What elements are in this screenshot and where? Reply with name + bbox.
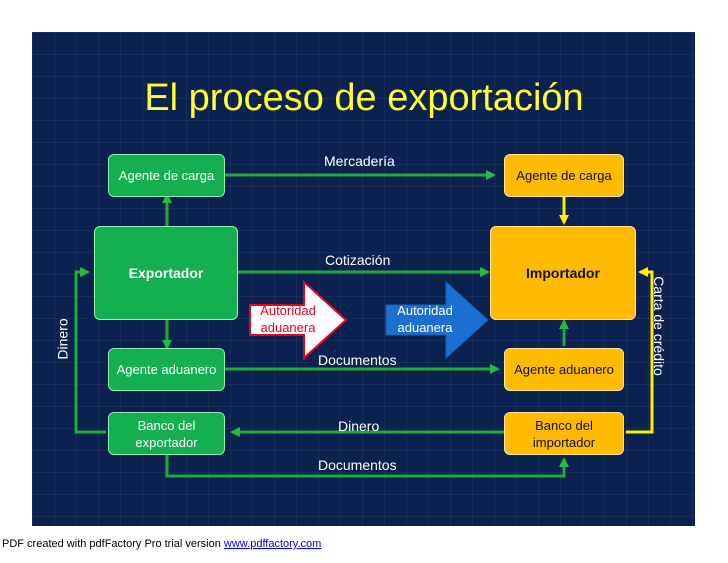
- label-autoridad-aduanera-right: Autoridad aduanera: [397, 303, 453, 335]
- flow-diagram: [74, 170, 654, 478]
- autoridad-aduanera-left-arrow: [249, 279, 348, 361]
- node-importador: Importador: [490, 226, 636, 320]
- node-agente-carga-importador: Agente de carga: [504, 154, 624, 197]
- arrow-carta-credito: [626, 267, 654, 434]
- label-mercaderia: Mercadería: [324, 153, 395, 169]
- pdf-footer: PDF created with pdfFactory Pro trial ve…: [2, 538, 321, 550]
- node-banco-importador: Banco del importador: [504, 412, 624, 455]
- node-agente-aduanero-exportador: Agente aduanero: [108, 348, 225, 391]
- node-agente-carga-exportador: Agente de carga: [108, 154, 225, 197]
- arrow-dinero-loop: [74, 267, 106, 434]
- page-title: El proceso de exportación: [144, 77, 584, 119]
- label-documentos-1: Documentos: [318, 352, 397, 368]
- autoridad-aduanera-right-arrow: [385, 280, 489, 360]
- label-dinero-horizontal: Dinero: [338, 418, 380, 434]
- label-autoridad-aduanera-left: Autoridad aduanera: [260, 303, 316, 335]
- label-carta-credito: Carta de crédito: [650, 276, 667, 376]
- label-dinero-vertical: Dinero: [54, 318, 71, 360]
- label-documentos-2: Documentos: [318, 457, 397, 473]
- arrow-documentos-loop: [165, 452, 569, 478]
- label-cotizacion: Cotización: [325, 252, 391, 268]
- node-exportador: Exportador: [94, 226, 238, 320]
- slide: El proceso de exportación Agente de carg…: [32, 32, 695, 526]
- footer-link[interactable]: www.pdffactory.com: [223, 538, 322, 550]
- node-banco-exportador: Banco del exportador: [108, 412, 225, 455]
- footer-text: PDF created with pdfFactory Pro trial ve…: [2, 538, 224, 550]
- node-agente-aduanero-importador: Agente aduanero: [504, 348, 624, 391]
